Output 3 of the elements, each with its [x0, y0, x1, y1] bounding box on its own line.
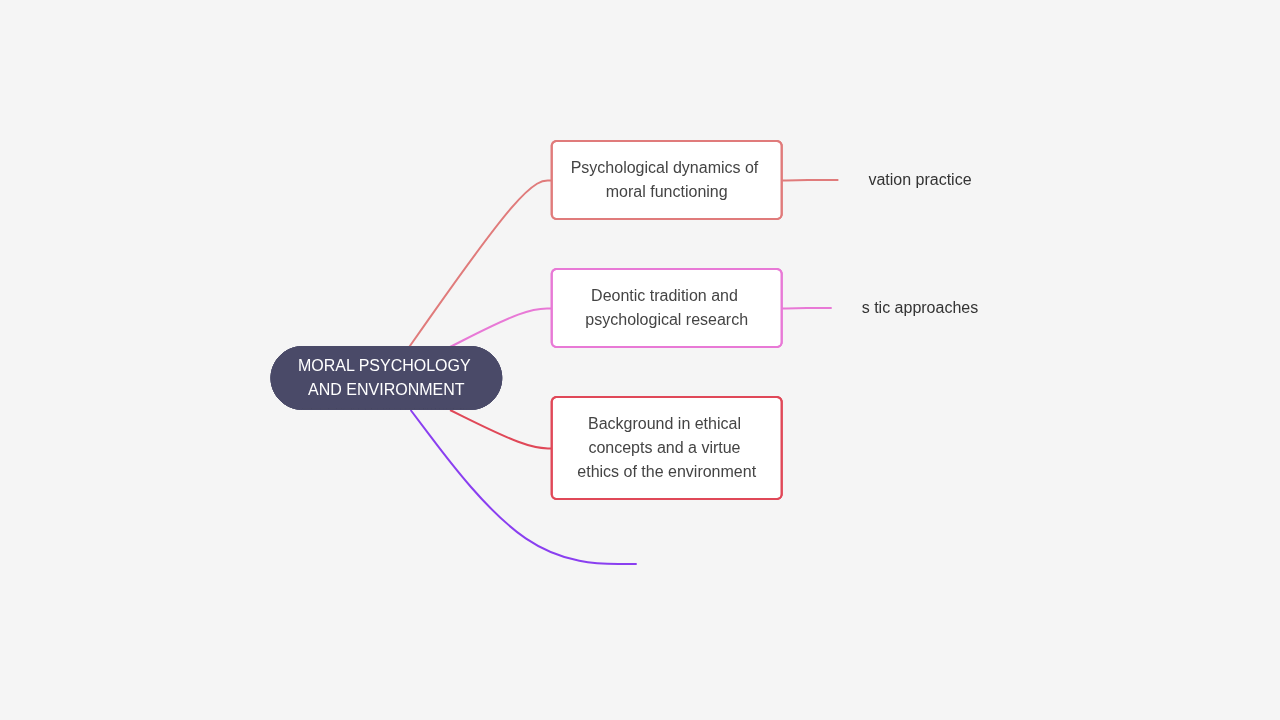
connector: [410, 409, 639, 565]
node-text: s tic approaches: [862, 299, 979, 316]
node-text: vation practice: [868, 171, 972, 188]
